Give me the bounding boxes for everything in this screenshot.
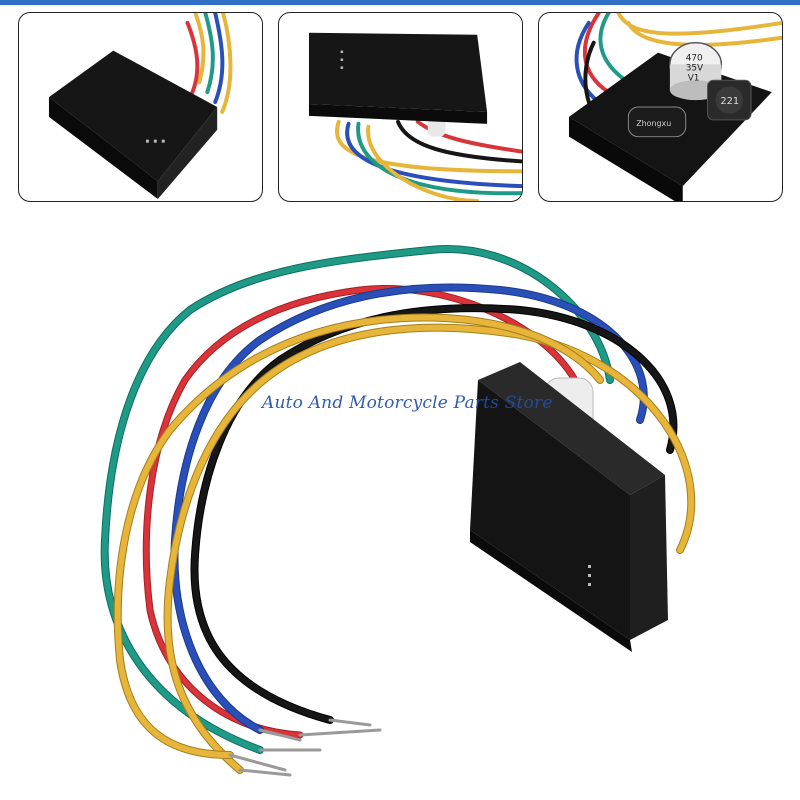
small-capacitor: Zhongxu xyxy=(627,106,687,138)
inductor-coil: 221 xyxy=(707,79,752,121)
inductor-label: 221 xyxy=(720,96,739,107)
store-watermark: Auto And Motorcycle Parts Store xyxy=(262,393,553,413)
capacitor-label-1: 470 xyxy=(686,53,703,63)
wire-blue xyxy=(171,284,647,733)
wire-tips xyxy=(228,718,382,777)
thumbnail-module-internals-image: 470 35V V1 221 Zhongxu xyxy=(568,13,782,201)
thumbnail-module-side-image xyxy=(308,32,522,201)
module-body xyxy=(470,362,668,652)
module-with-wires-image xyxy=(100,245,696,777)
thumbnail-module-internals[interactable]: 470 35V V1 221 Zhongxu xyxy=(538,12,783,202)
thumbnail-module-top-image xyxy=(48,13,233,200)
wire-yellow-1 xyxy=(164,324,695,773)
thumbnail-module-top[interactable] xyxy=(18,12,263,202)
capacitor-label-2: 35V xyxy=(686,63,704,73)
wire-black xyxy=(191,305,677,723)
top-accent-bar xyxy=(0,0,800,5)
wire-yellow-2 xyxy=(114,314,603,758)
thumbnail-module-side[interactable] xyxy=(278,12,523,202)
main-product-photo xyxy=(0,210,800,800)
small-capacitor-label: Zhongxu xyxy=(636,119,671,128)
capacitor-label-3: V1 xyxy=(688,73,700,83)
